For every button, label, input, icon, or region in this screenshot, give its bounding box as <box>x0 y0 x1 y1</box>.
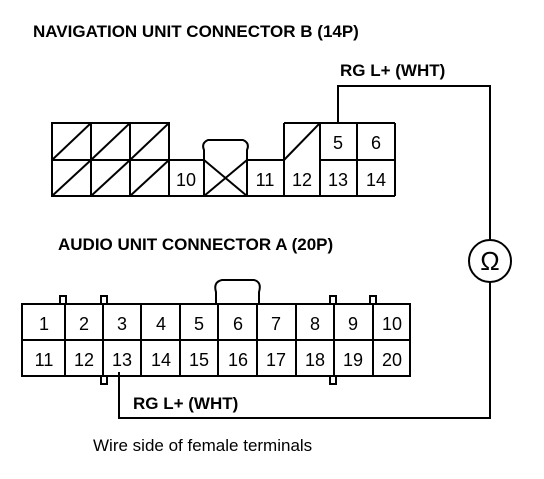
connector-a-pin: 14 <box>151 350 171 370</box>
connector-a-pin: 3 <box>117 314 127 334</box>
connector-b-title: NAVIGATION UNIT CONNECTOR B (14P) <box>33 22 359 41</box>
connector-a-pin: 19 <box>343 350 363 370</box>
connector-b-pin: 6 <box>371 133 381 153</box>
wire-label-a: RG L+ (WHT) <box>133 394 238 413</box>
connector-a-pin: 15 <box>189 350 209 370</box>
connector-a <box>21 279 411 385</box>
connector-a-top-row: 1 2 3 4 5 6 7 8 9 10 <box>39 314 402 334</box>
connector-a-pin: 20 <box>382 350 402 370</box>
connector-a-pin: 18 <box>305 350 325 370</box>
connector-b-pin: 5 <box>333 133 343 153</box>
connector-b-blocked-area-right <box>283 122 321 161</box>
connector-a-pin: 2 <box>79 314 89 334</box>
connector-a-pin: 12 <box>74 350 94 370</box>
connector-a-pin: 17 <box>266 350 286 370</box>
connector-b <box>51 122 396 197</box>
wire-label-b: RG L+ (WHT) <box>340 61 445 80</box>
connector-a-pin: 8 <box>310 314 320 334</box>
connector-b-pin: 12 <box>292 170 312 190</box>
connector-a-pin: 13 <box>112 350 132 370</box>
connector-a-pin: 10 <box>382 314 402 334</box>
connector-a-pin: 4 <box>156 314 166 334</box>
connector-a-pin: 11 <box>35 350 54 370</box>
connector-a-pin: 6 <box>233 314 243 334</box>
connector-a-bottom-row: 11 12 13 14 15 16 17 18 19 20 <box>35 350 402 370</box>
connector-b-pin: 14 <box>366 170 386 190</box>
wire-rg-l-plus <box>118 85 491 419</box>
connector-a-pin: 7 <box>271 314 281 334</box>
ohm-symbol: Ω <box>480 246 499 276</box>
connector-a-pin: 9 <box>348 314 358 334</box>
connector-b-pin: 13 <box>328 170 348 190</box>
connector-b-lock-tab <box>202 139 249 160</box>
connector-a-title: AUDIO UNIT CONNECTOR A (20P) <box>58 235 333 254</box>
connector-b-pin: 10 <box>176 170 196 190</box>
ohmmeter-icon: Ω <box>468 239 512 283</box>
connector-a-pin: 1 <box>39 314 49 334</box>
diagram-caption: Wire side of female terminals <box>93 436 312 455</box>
connector-a-pin: 5 <box>194 314 204 334</box>
connector-b-pin: 11 <box>256 170 275 190</box>
connector-a-pin: 16 <box>228 350 248 370</box>
connector-a-lock-tab <box>214 279 261 304</box>
